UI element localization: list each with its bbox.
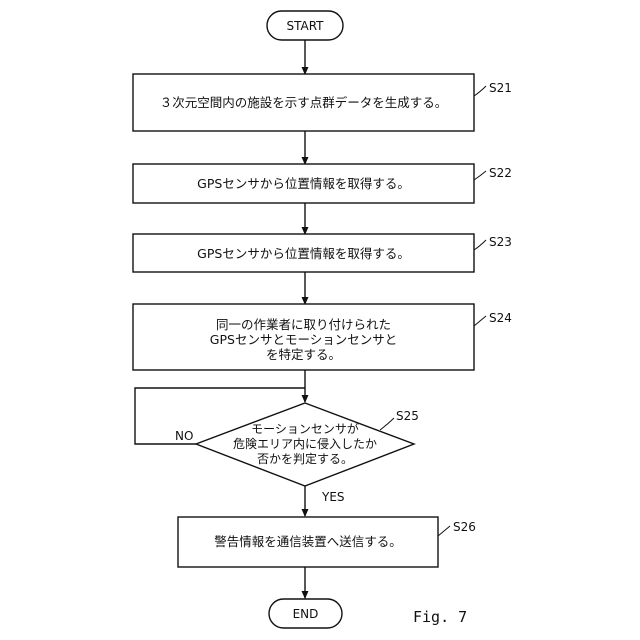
decision-s25-line-2: 危険エリア内に侵入したか — [233, 436, 377, 451]
step-s24-line-2: GPSセンサとモーションセンサと — [210, 332, 397, 347]
start-terminal: START — [267, 11, 343, 40]
step-s24-line-3: を特定する。 — [266, 347, 341, 362]
decision-s25-line-1: モーションセンサが — [251, 421, 359, 436]
start-label: START — [286, 19, 324, 33]
step-s26: 警告情報を通信装置へ送信する。 S26 — [178, 517, 476, 567]
decision-s25: モーションセンサが 危険エリア内に侵入したか 否かを判定する。 S25 — [196, 403, 419, 486]
step-s21-text: ３次元空間内の施設を示す点群データを生成する。 — [160, 95, 448, 110]
step-s22-id: S22 — [489, 166, 512, 180]
decision-s25-leader — [380, 418, 394, 430]
figure-caption: Fig. 7 — [413, 608, 467, 626]
step-s26-leader — [438, 526, 450, 536]
step-s23: GPSセンサから位置情報を取得する。 S23 — [133, 234, 512, 272]
step-s23-text: GPSセンサから位置情報を取得する。 — [197, 246, 410, 261]
branch-no-label: NO — [175, 429, 193, 443]
branch-yes-label: YES — [321, 490, 345, 504]
step-s21: ３次元空間内の施設を示す点群データを生成する。 S21 — [133, 74, 512, 131]
step-s26-id: S26 — [453, 520, 476, 534]
decision-s25-line-3: 否かを判定する。 — [257, 451, 353, 466]
step-s23-leader — [474, 240, 486, 250]
end-terminal: END — [269, 599, 342, 628]
end-label: END — [293, 607, 319, 621]
step-s24-line-1: 同一の作業者に取り付けられた — [216, 317, 391, 332]
step-s21-leader — [474, 86, 486, 96]
decision-s25-id: S25 — [396, 409, 419, 423]
step-s22-leader — [474, 171, 486, 180]
step-s24-id: S24 — [489, 311, 512, 325]
step-s23-id: S23 — [489, 235, 512, 249]
step-s22: GPSセンサから位置情報を取得する。 S22 — [133, 164, 512, 203]
step-s26-text: 警告情報を通信装置へ送信する。 — [214, 534, 402, 549]
step-s21-id: S21 — [489, 81, 512, 95]
step-s22-text: GPSセンサから位置情報を取得する。 — [197, 176, 410, 191]
step-s24: 同一の作業者に取り付けられた GPSセンサとモーションセンサと を特定する。 S… — [133, 304, 512, 370]
step-s24-leader — [474, 316, 486, 326]
